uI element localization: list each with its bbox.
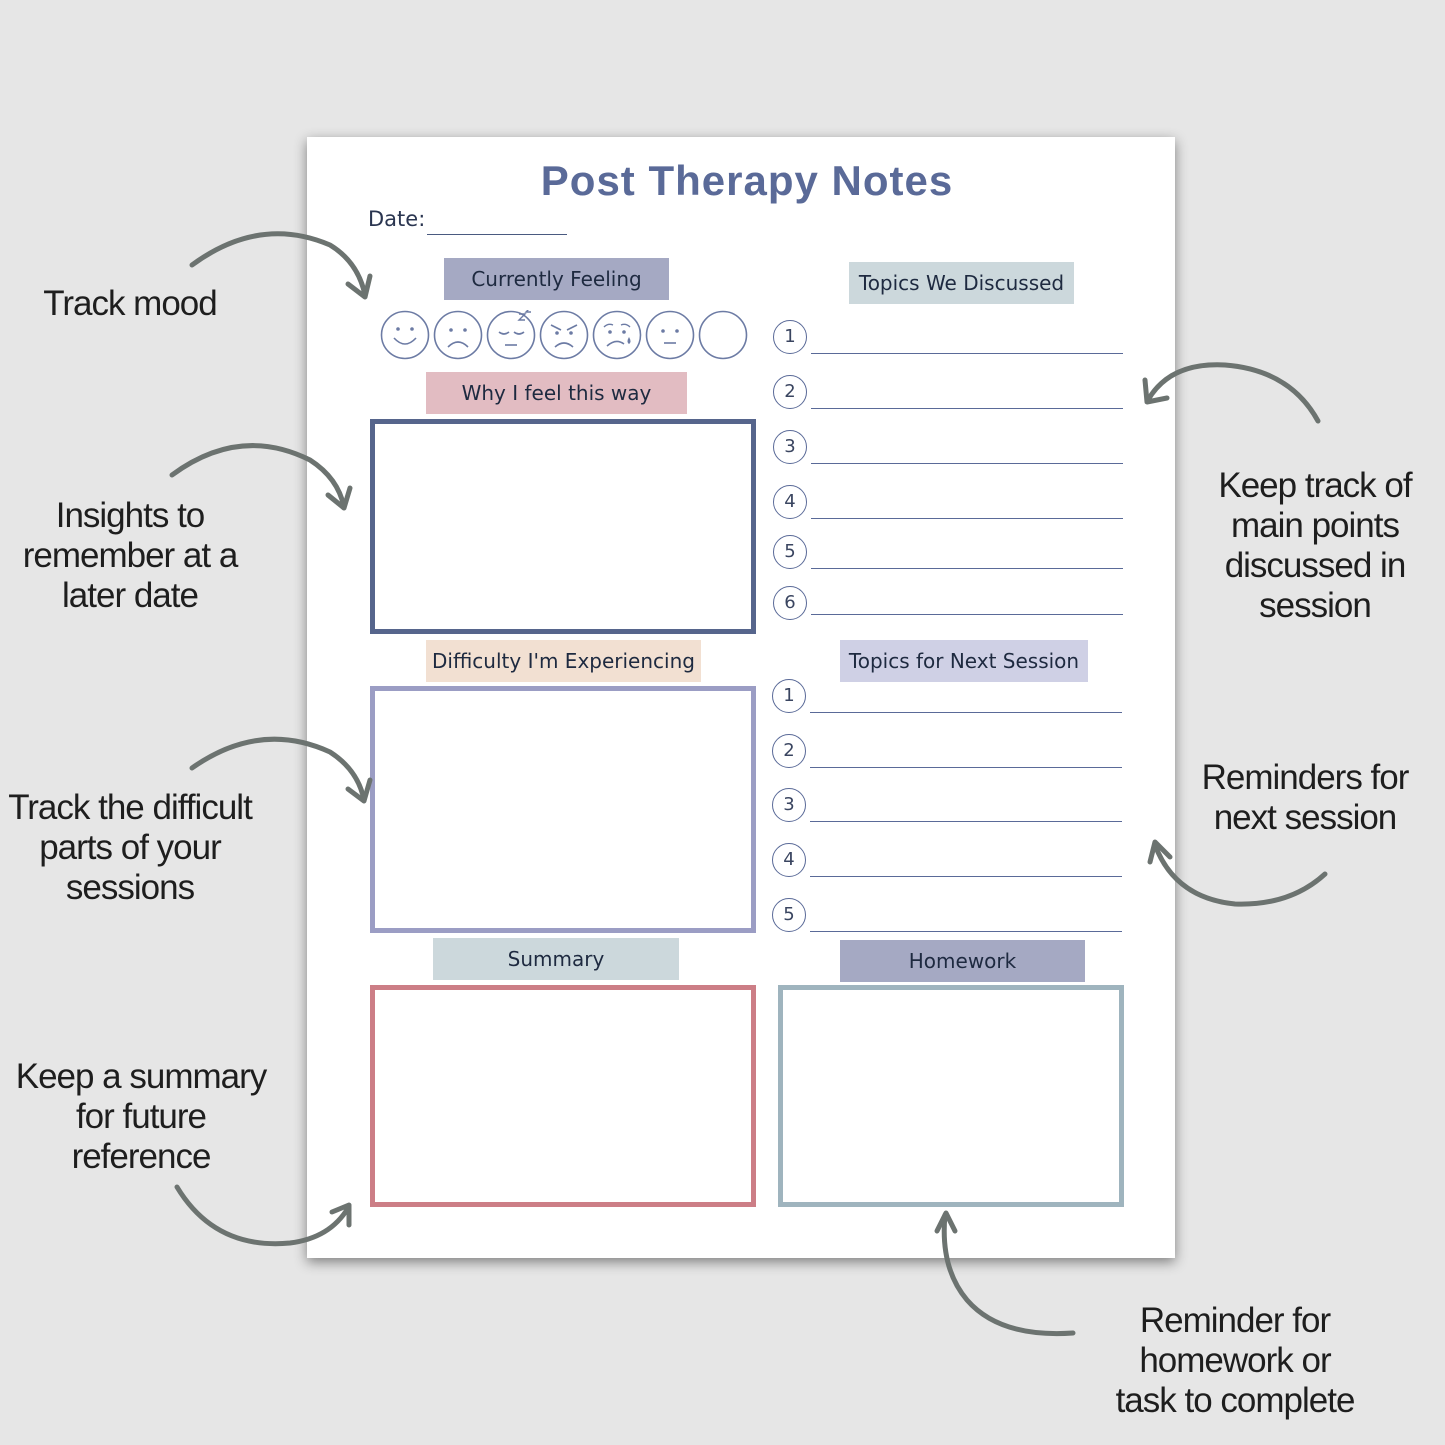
arrow-homework-icon	[934, 1210, 1076, 1337]
annotation-insights: Insights to remember at a later date	[22, 496, 239, 615]
write-line[interactable]	[810, 931, 1122, 932]
sad-face-icon[interactable]	[433, 310, 483, 360]
write-line[interactable]	[810, 712, 1122, 713]
arrow-difficult-icon	[189, 736, 373, 804]
homework-box[interactable]	[778, 985, 1124, 1207]
number-badge: 4	[772, 843, 806, 877]
write-line[interactable]	[811, 463, 1123, 464]
arrow-summary-icon	[174, 1184, 352, 1247]
arrow-insights-icon	[169, 443, 353, 511]
why-feel-label: Why I feel this way	[426, 372, 687, 414]
page-title: Post Therapy Notes	[540, 157, 954, 204]
topics-next-label: Topics for Next Session	[840, 640, 1088, 682]
difficulty-label: Difficulty I'm Experiencing	[426, 640, 701, 682]
happy-face-icon[interactable]	[380, 310, 430, 360]
worksheet-page: Post Therapy Notes Date: Currently Feeli…	[307, 137, 1175, 1258]
arrow-next-session-icon	[1147, 839, 1328, 907]
annotation-difficult: Track the difficult parts of your sessio…	[8, 788, 253, 907]
difficulty-box[interactable]	[370, 686, 756, 933]
number-badge: 4	[773, 485, 807, 519]
write-line[interactable]	[810, 767, 1122, 768]
number-badge: 1	[772, 679, 806, 713]
annotation-next-session: Reminders for next session	[1201, 758, 1410, 837]
sleepy-face-icon[interactable]	[486, 310, 536, 360]
angry-face-icon[interactable]	[539, 310, 589, 360]
crying-face-icon[interactable]	[592, 310, 642, 360]
annotation-homework: Reminder for homework or task to complet…	[1115, 1301, 1356, 1420]
summary-box[interactable]	[370, 985, 756, 1207]
summary-label: Summary	[433, 938, 679, 980]
date-field-line[interactable]	[427, 234, 567, 235]
write-line[interactable]	[811, 568, 1123, 569]
blank-face-icon[interactable]	[698, 310, 748, 360]
arrow-track-mood-icon	[189, 231, 373, 300]
number-badge: 2	[773, 375, 807, 409]
annotation-main-points: Keep track of main points discussed in s…	[1218, 466, 1412, 625]
number-badge: 5	[773, 535, 807, 569]
write-line[interactable]	[811, 518, 1123, 519]
homework-label: Homework	[840, 940, 1085, 982]
number-badge: 3	[772, 788, 806, 822]
write-line[interactable]	[810, 876, 1122, 877]
annotation-track-mood: Track mood	[43, 284, 217, 323]
number-badge: 3	[773, 430, 807, 464]
write-line[interactable]	[810, 821, 1122, 822]
write-line[interactable]	[811, 614, 1123, 615]
date-label: Date:	[368, 207, 426, 231]
why-feel-box[interactable]	[370, 419, 756, 634]
currently-feeling-label: Currently Feeling	[444, 258, 669, 300]
write-line[interactable]	[811, 408, 1123, 409]
arrow-main-points-icon	[1142, 362, 1321, 424]
write-line[interactable]	[811, 353, 1123, 354]
annotation-summary: Keep a summary for future reference	[15, 1057, 268, 1176]
number-badge: 6	[773, 586, 807, 620]
number-badge: 1	[773, 320, 807, 354]
neutral-face-icon[interactable]	[645, 310, 695, 360]
number-badge: 2	[772, 734, 806, 768]
topics-discussed-label: Topics We Discussed	[849, 262, 1074, 304]
number-badge: 5	[772, 898, 806, 932]
